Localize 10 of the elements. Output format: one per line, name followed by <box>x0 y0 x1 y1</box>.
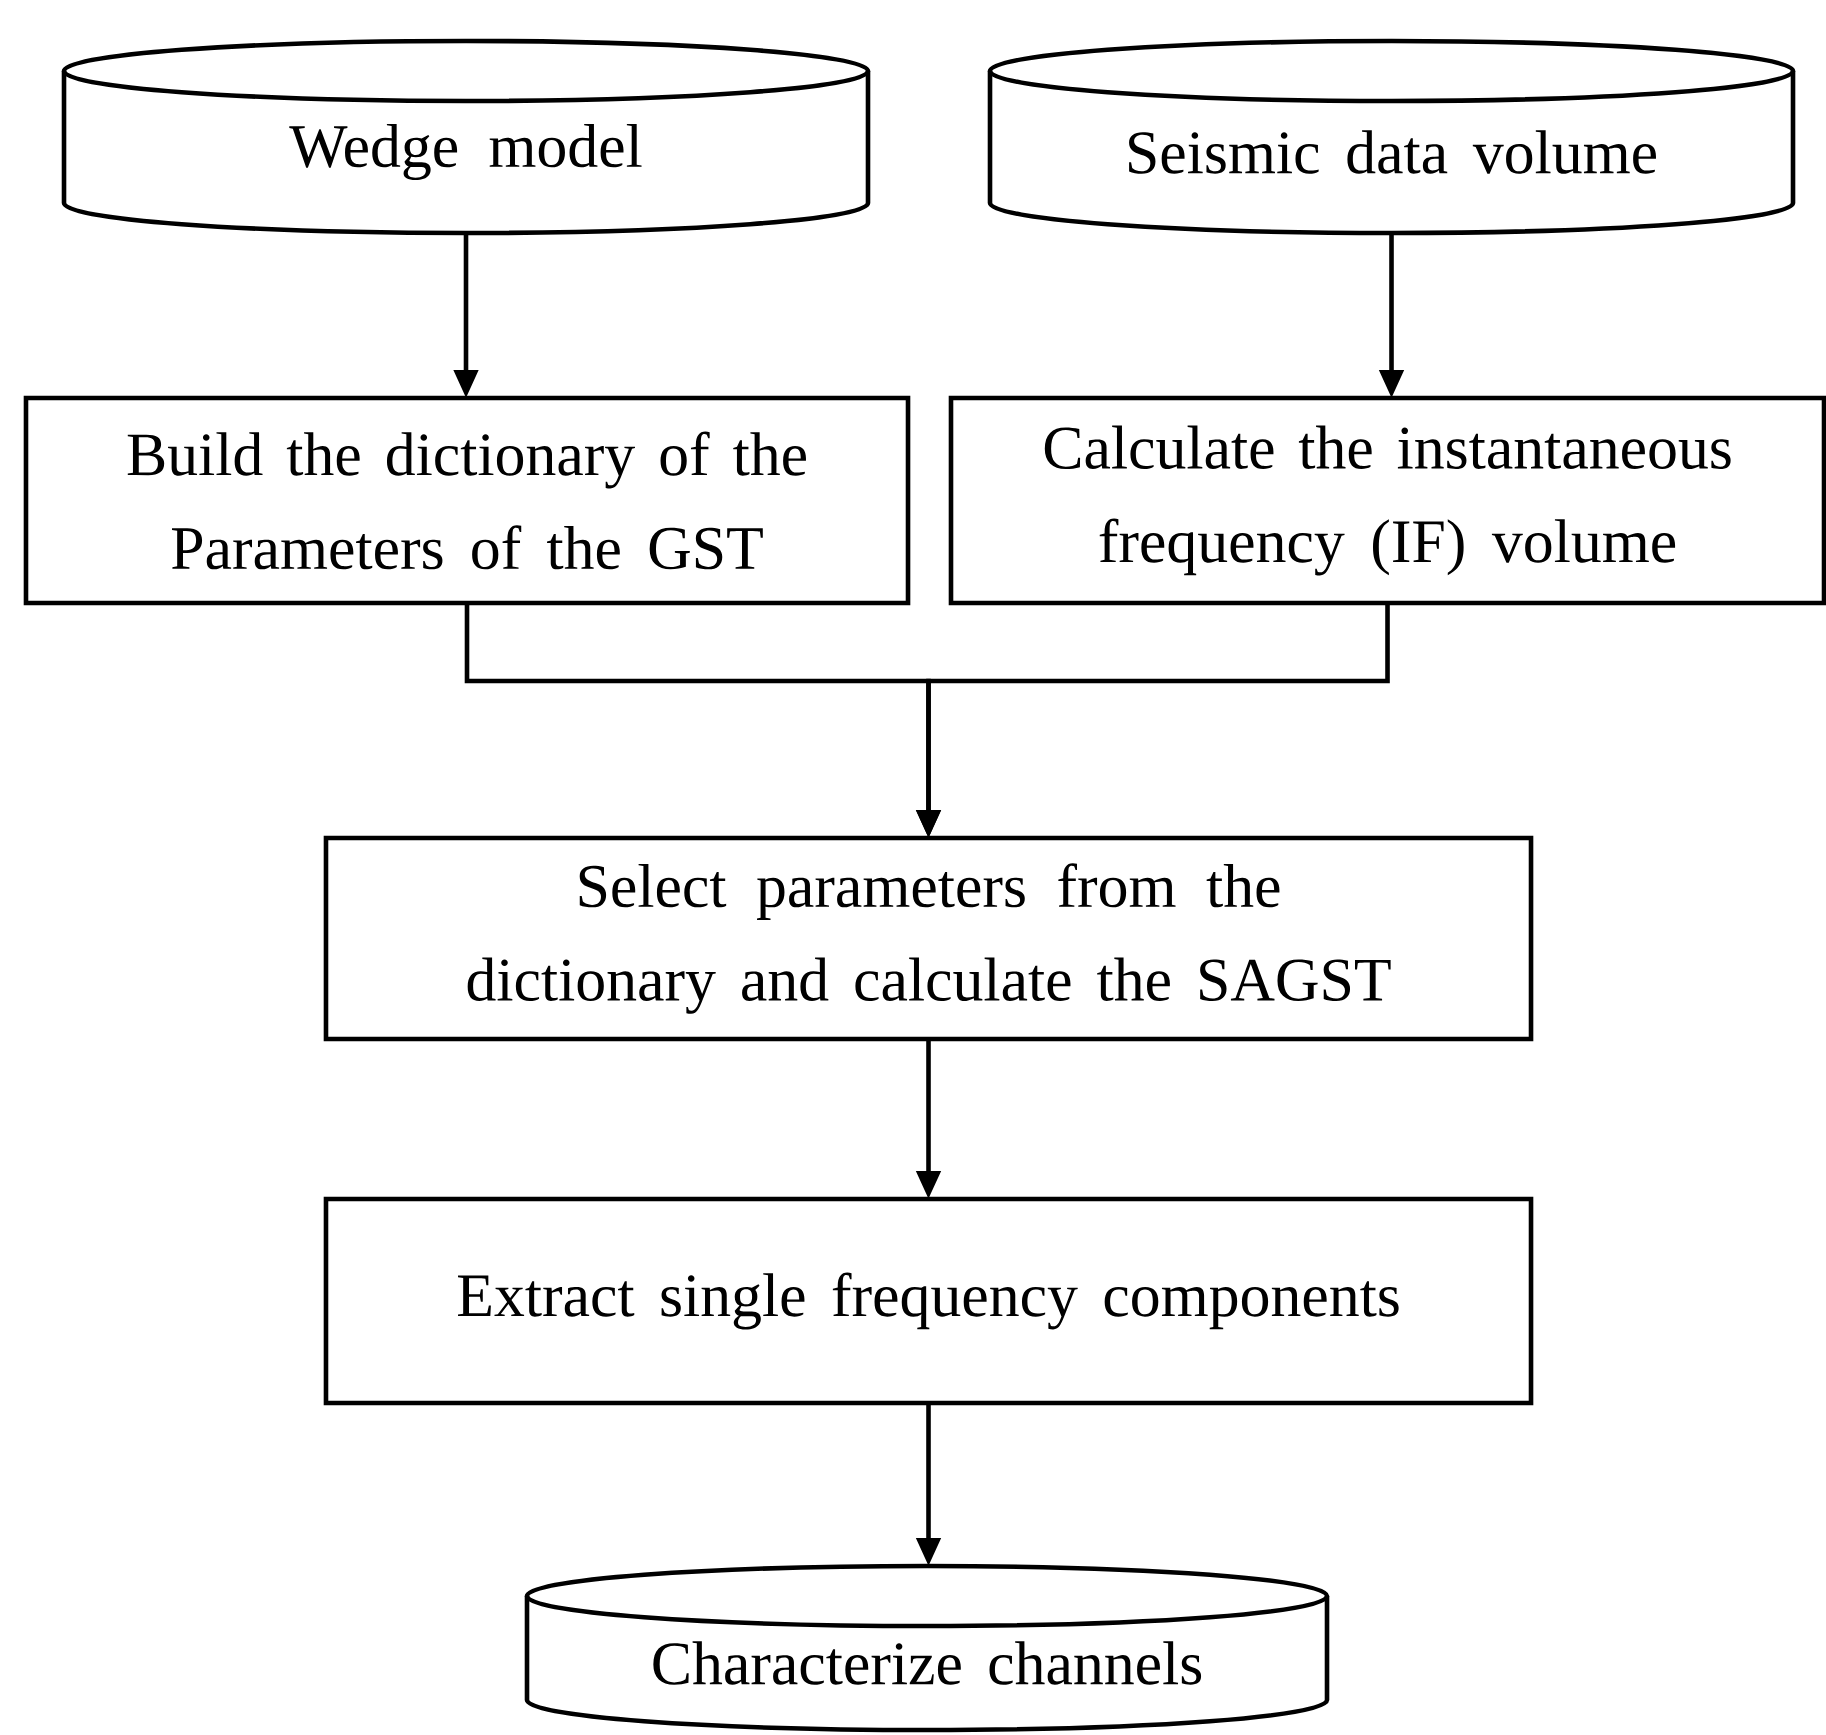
process-box: Extract single frequency components <box>323 1196 1534 1406</box>
node-label: Characterize channels <box>653 1641 1202 1685</box>
database-cylinder: Characterize channels <box>524 1563 1330 1733</box>
process-box: Calculate the instantaneous frequency (IF) volume <box>948 395 1826 606</box>
database-cylinder: Seismic data volume <box>987 38 1796 236</box>
node-label: Wedge model <box>289 123 642 181</box>
node-label: Seismic data volume <box>1129 130 1656 174</box>
database-cylinder: Wedge model <box>61 38 871 236</box>
process-box: Select parameters from the dictionary and calculate the SAGST <box>323 835 1534 1042</box>
process-box: Build the dictionary of the Parameters of the GST <box>23 395 911 606</box>
